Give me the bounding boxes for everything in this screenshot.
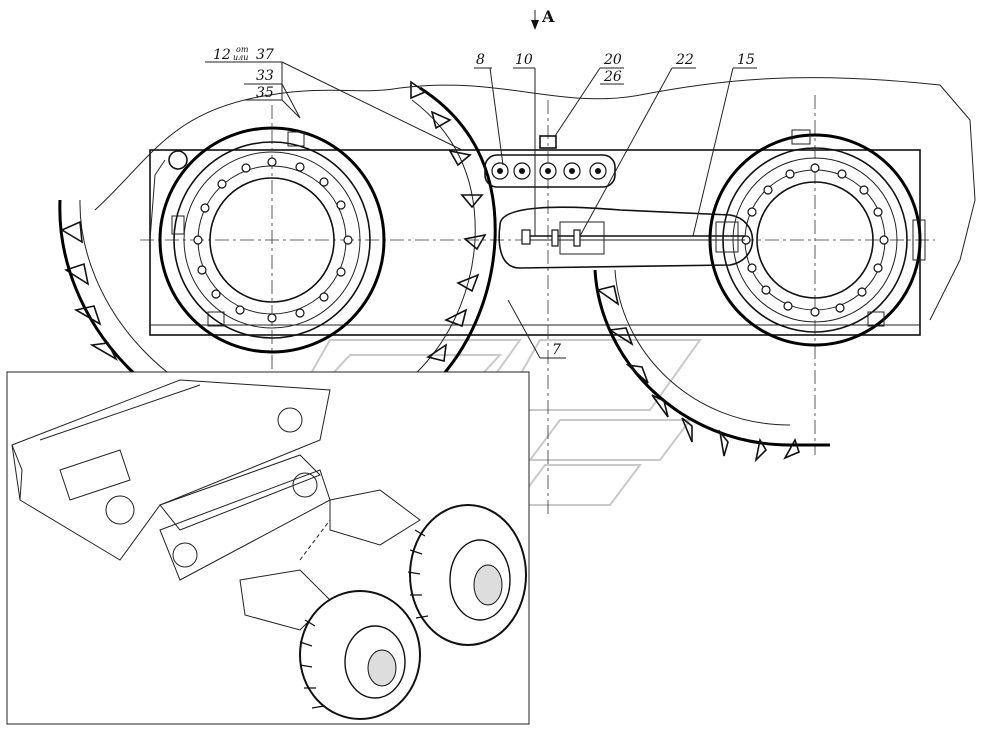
callout-33: 33 [256, 68, 274, 84]
callout-12-small: от [236, 45, 249, 54]
inset-3d-view [6, 371, 530, 725]
callout-35: 35 [256, 85, 274, 101]
callout-20: 20 [603, 52, 622, 68]
callout-12-small2: или [233, 53, 248, 62]
view-label: A [541, 7, 555, 26]
inset-tyres [299, 504, 527, 720]
callout-12: 12 [213, 47, 231, 63]
callout-8: 8 [476, 52, 485, 68]
left-wheel-hub [158, 126, 386, 354]
leader-lines [205, 10, 757, 359]
callout-22: 22 [675, 52, 694, 68]
left-bracket [149, 159, 166, 241]
callout-26: 26 [603, 69, 622, 85]
right-tyre [593, 269, 830, 463]
right-wheel-hub [708, 129, 926, 347]
tensioner-assembly [498, 206, 754, 269]
inset-frame-body [11, 379, 331, 581]
right-hub-bolts [741, 163, 889, 317]
callout-37: 37 [256, 47, 274, 63]
callout-7: 7 [552, 342, 561, 358]
drive-chain [484, 135, 616, 188]
body-outline [94, 77, 976, 321]
left-hub-bolts [193, 157, 353, 323]
callout-labels: A 12 от или 37 33 35 8 10 20 26 22 15 7 [213, 7, 755, 358]
callout-15: 15 [737, 52, 755, 68]
callout-10: 10 [515, 52, 533, 68]
left-bracket-pin [168, 150, 188, 170]
